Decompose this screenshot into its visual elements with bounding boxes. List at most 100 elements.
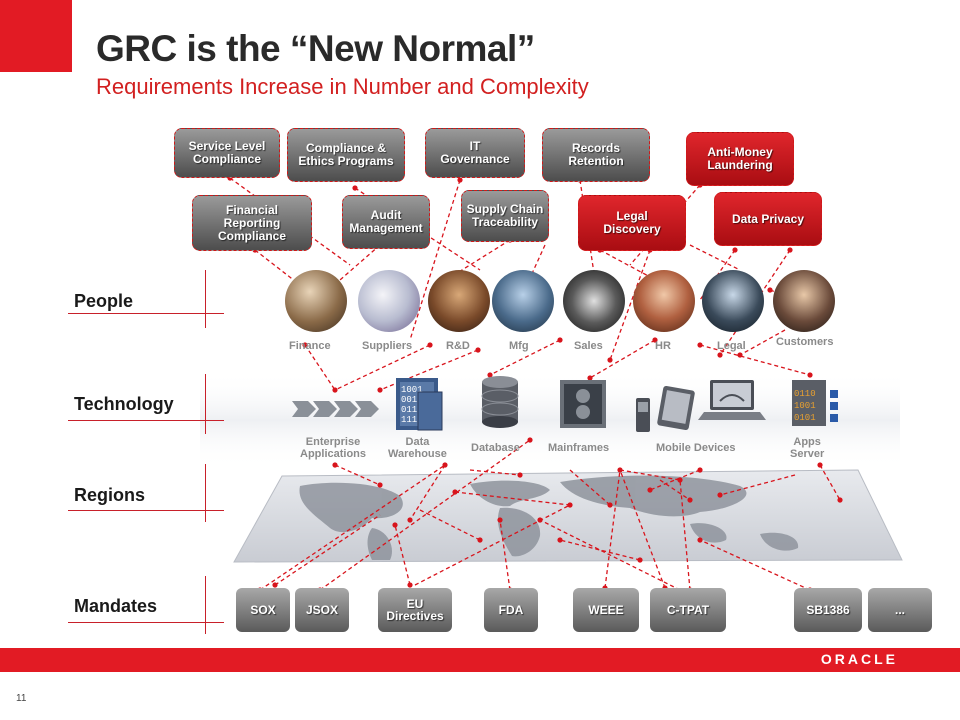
pill-line: Governance — [440, 152, 510, 166]
svg-text:0110: 0110 — [794, 389, 816, 399]
mandate-jsox: JSOX — [295, 588, 349, 632]
pill-line: Compliance & — [305, 141, 386, 155]
caption-finance: Finance — [289, 340, 331, 352]
caption-mobile-devices: Mobile Devices — [656, 442, 736, 454]
mainframes-icon — [560, 380, 606, 428]
data-warehouse-icon: 1001 0011 0110 1110 — [396, 378, 443, 431]
pill-line: Reporting — [223, 215, 281, 230]
legal-photo — [702, 270, 764, 332]
svg-text:0101: 0101 — [794, 413, 816, 423]
pill-line: Ethics Programs — [298, 154, 394, 168]
suppliers-photo — [358, 270, 420, 332]
pill-line: Audit — [370, 208, 402, 222]
caption-legal: Legal — [717, 340, 746, 352]
footer-bar — [0, 648, 960, 672]
slide-subtitle: Requirements Increase in Number and Comp… — [96, 74, 589, 99]
row-bracket — [205, 464, 206, 522]
mfg-photo — [492, 270, 554, 332]
pill-line: Anti-Money — [707, 145, 773, 159]
caption-mainframes: Mainframes — [548, 442, 610, 454]
database-icon — [481, 376, 519, 428]
row-label-regions: Regions — [74, 485, 146, 505]
caption-line: Apps — [793, 436, 821, 448]
svg-text:1001: 1001 — [401, 385, 423, 395]
svg-text:0011: 0011 — [401, 395, 423, 405]
oracle-logo: ORACLE — [820, 651, 898, 667]
pill-line: Service Level — [188, 139, 266, 153]
row-label-mandates: Mandates — [74, 596, 158, 616]
caption-database: Database — [471, 442, 520, 454]
svg-text:1110: 1110 — [401, 415, 423, 425]
rd-photo — [428, 270, 490, 332]
pill-line: Compliance — [217, 228, 286, 243]
caption-hr: HR — [655, 340, 671, 352]
row-divider — [68, 313, 224, 314]
pill-line: Financial — [225, 202, 278, 217]
svg-text:0110: 0110 — [401, 405, 423, 415]
pill-line: Data Privacy — [731, 211, 805, 226]
mobile-devices-icon — [636, 380, 766, 432]
mandate-more: ... — [868, 588, 932, 632]
pill-line: Records — [571, 141, 621, 155]
caption-line: Warehouse — [388, 448, 447, 460]
mandate-ctpat: C-TPAT — [650, 588, 726, 632]
mandate-sox: SOX — [236, 588, 290, 632]
row-divider — [68, 622, 224, 623]
caption-mfg: Mfg — [509, 340, 529, 352]
row-label-people: People — [74, 291, 134, 311]
svg-text:1001: 1001 — [794, 401, 816, 411]
caption-rd: R&D — [446, 340, 470, 352]
row-bracket — [205, 270, 206, 328]
row-divider — [68, 420, 224, 421]
enterprise-applications-icon — [292, 401, 379, 417]
caption-line: Server — [790, 448, 825, 460]
pill-line: Laundering — [707, 158, 773, 172]
finance-photo — [285, 270, 347, 332]
row-label-technology: Technology — [74, 394, 174, 414]
row-divider — [68, 510, 224, 511]
pill-line: Retention — [568, 154, 624, 168]
caption-line: Data — [405, 436, 430, 448]
slide-title: GRC is the “New Normal” — [96, 28, 535, 69]
row-bracket — [205, 374, 206, 434]
caption-sales: Sales — [574, 340, 603, 352]
mandate-weee: WEEE — [573, 588, 639, 632]
pill-line: Legal — [616, 209, 648, 223]
mandate-line: Directives — [386, 609, 444, 623]
pill-line: Traceability — [471, 215, 539, 229]
caption-line: Applications — [300, 448, 367, 460]
requirement-data-privacy: Data Privacy — [714, 192, 822, 246]
caption-line: Enterprise — [305, 436, 361, 448]
pill-line: IT — [469, 139, 481, 153]
customers-photo — [773, 270, 835, 332]
pill-line: Management — [349, 221, 423, 235]
mandate-sb1386: SB1386 — [794, 588, 862, 632]
pill-line: Supply Chain — [466, 202, 544, 216]
hr-photo — [633, 270, 695, 332]
pill-line: Discovery — [603, 222, 661, 236]
caption-customers: Customers — [776, 336, 834, 348]
row-bracket — [205, 576, 206, 634]
caption-suppliers: Suppliers — [362, 340, 413, 352]
apps-server-icon: 0110 1001 0101 — [792, 380, 838, 426]
pill-line: Compliance — [192, 152, 261, 166]
requirement-compliance-ethics: Compliance &Ethics Programs — [287, 128, 405, 182]
page-number: 11 — [16, 693, 27, 704]
sales-photo — [563, 270, 625, 332]
red-corner-accent — [0, 0, 72, 72]
mandate-fda: FDA — [484, 588, 538, 632]
mandate-line: EU — [406, 597, 424, 611]
